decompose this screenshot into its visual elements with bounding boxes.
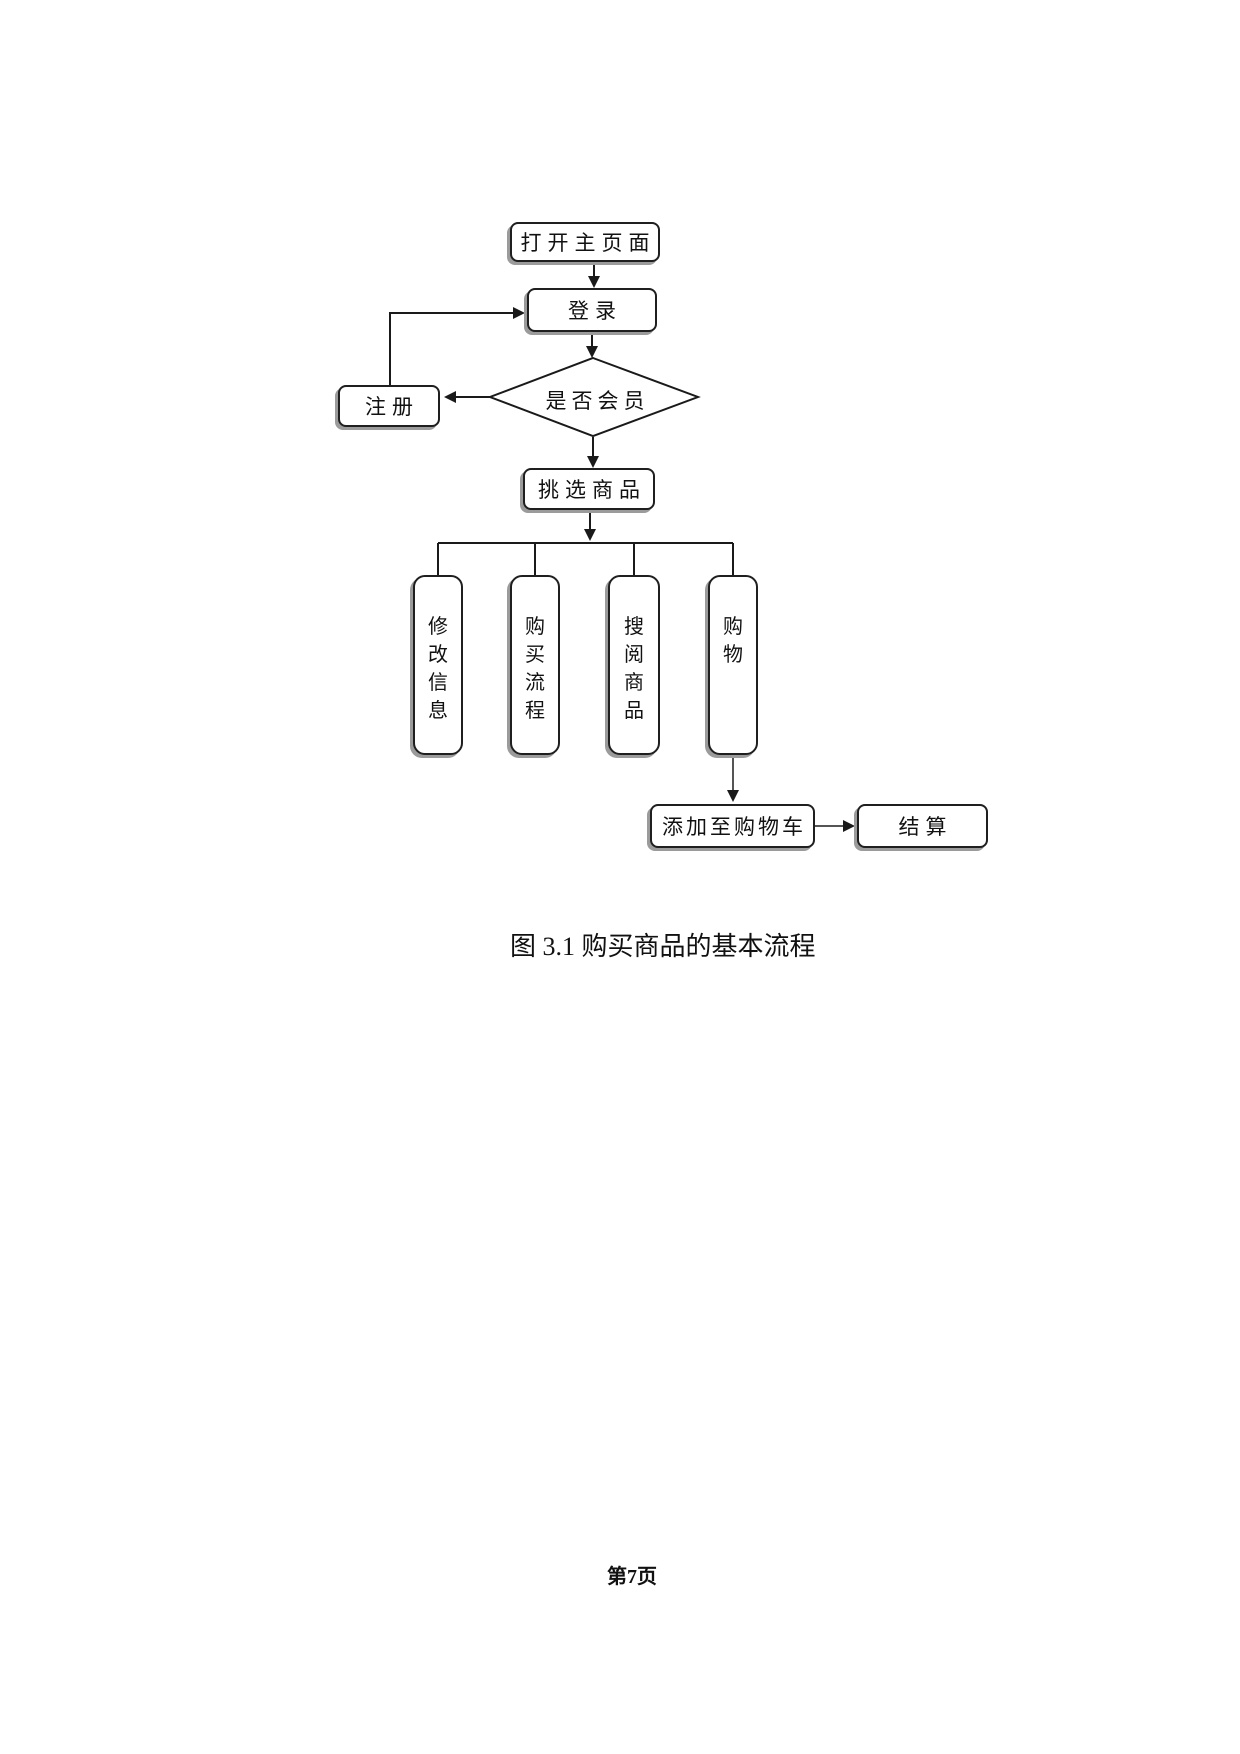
node-register: 注册: [338, 385, 440, 427]
figure-caption: 图 3.1 购买商品的基本流程: [510, 932, 816, 961]
edge-member-check-to-register: [444, 391, 490, 403]
page-number: 第7页: [607, 1566, 657, 1588]
node-add-to-cart: 添加至购物车: [650, 804, 815, 848]
edge-shopping-to-cart: [727, 756, 739, 802]
edge-pick-goods-to-branch: [584, 510, 596, 541]
node-modify-info-label: 修改信息: [428, 616, 448, 722]
edge-login-to-member-check: [586, 332, 598, 358]
node-modify-info: 修改信息: [413, 575, 463, 755]
node-member-check-label: 是否会员: [545, 390, 650, 413]
node-checkout: 结算: [857, 804, 988, 848]
edge-member-check-to-pick-goods: [587, 437, 599, 468]
edge-open-to-login: [588, 262, 600, 288]
node-shopping: 购物: [708, 575, 758, 755]
edge-register-to-login: [389, 307, 525, 385]
node-open-homepage: 打开主页面: [510, 222, 660, 262]
node-purchase-flow: 购买流程: [510, 575, 560, 755]
node-login: 登录: [527, 288, 657, 332]
node-pick-goods: 挑选商品: [523, 468, 655, 510]
branch-connectors: [437, 542, 734, 575]
node-shopping-label: 购物: [723, 616, 743, 666]
edge-cart-to-checkout: [815, 820, 855, 832]
node-browse-goods-label: 搜阅商品: [624, 616, 644, 722]
node-purchase-flow-label: 购买流程: [525, 616, 545, 722]
node-browse-goods: 搜阅商品: [608, 575, 660, 755]
